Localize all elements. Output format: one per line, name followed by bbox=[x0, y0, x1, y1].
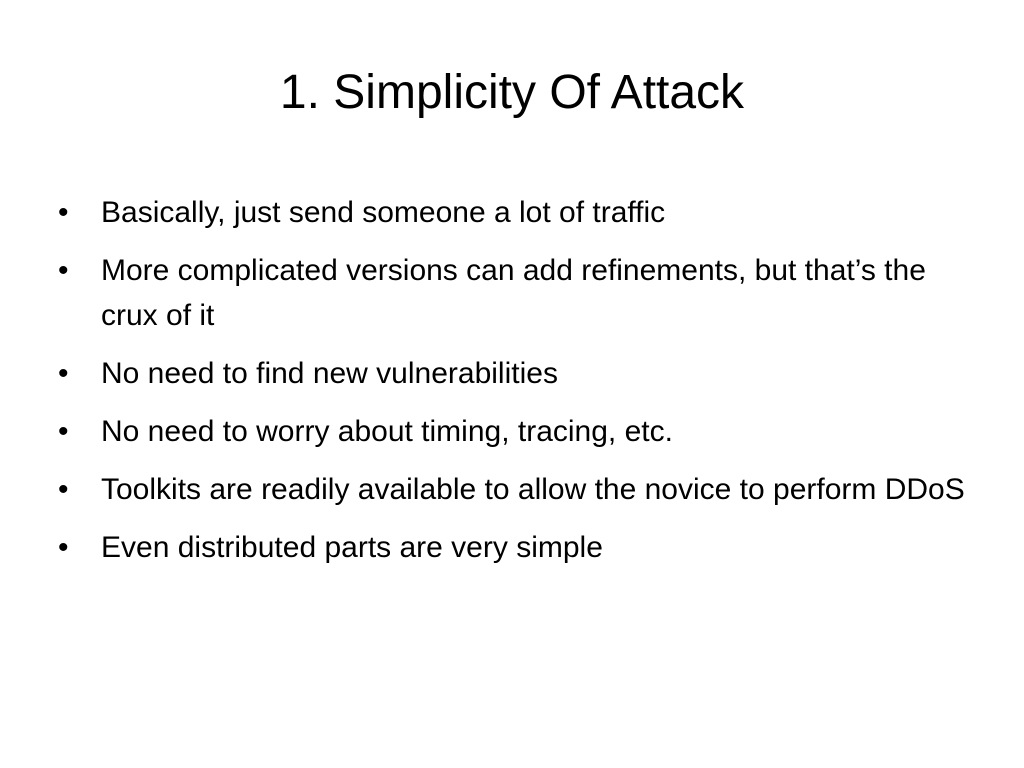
bullet-text: More complicated versions can add refine… bbox=[101, 254, 926, 332]
bullet-text: Even distributed parts are very simple bbox=[101, 531, 603, 564]
bullet-marker: • bbox=[58, 531, 69, 564]
bullet-item: • Basically, just send someone a lot of … bbox=[58, 190, 968, 235]
bullet-marker: • bbox=[58, 473, 69, 506]
bullet-marker: • bbox=[58, 415, 69, 448]
bullet-list: • Basically, just send someone a lot of … bbox=[58, 190, 968, 583]
bullet-item: • No need to worry about timing, tracing… bbox=[58, 409, 968, 454]
bullet-item: • More complicated versions can add refi… bbox=[58, 248, 968, 338]
bullet-marker: • bbox=[58, 357, 69, 390]
bullet-item: • No need to find new vulnerabilities bbox=[58, 351, 968, 396]
bullet-item: • Toolkits are readily available to allo… bbox=[58, 467, 968, 512]
bullet-marker: • bbox=[58, 196, 69, 229]
bullet-text: Toolkits are readily available to allow … bbox=[101, 473, 965, 506]
slide-title: 1. Simplicity Of Attack bbox=[279, 66, 745, 119]
bullet-text: No need to find new vulnerabilities bbox=[101, 357, 558, 390]
bullet-text: No need to worry about timing, tracing, … bbox=[101, 415, 673, 448]
bullet-marker: • bbox=[58, 254, 69, 287]
bullet-text: Basically, just send someone a lot of tr… bbox=[101, 196, 666, 229]
bullet-item: • Even distributed parts are very simple bbox=[58, 525, 968, 570]
